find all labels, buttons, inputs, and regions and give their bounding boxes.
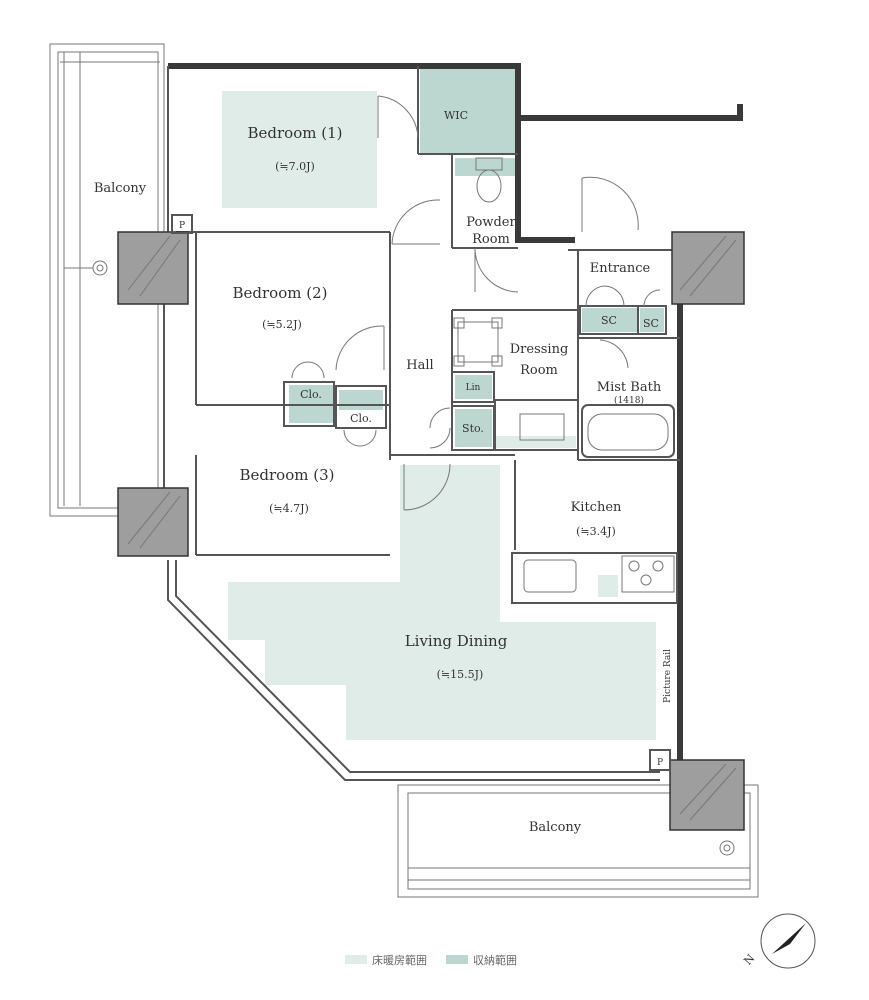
bedroom1-area: (≒7.0J) — [275, 160, 315, 173]
legend-storage: 収納範囲 — [473, 953, 517, 967]
compass: N — [741, 913, 816, 969]
balcony-south-label: Balcony — [529, 820, 582, 835]
mist-bath-size: (1418) — [614, 395, 644, 406]
kitchen-counter — [511, 552, 678, 604]
balcony-south — [397, 784, 759, 898]
bedroom3-area: (≒4.7J) — [269, 502, 309, 515]
storage-clo2 — [339, 390, 383, 410]
bedroom2-area: (≒5.2J) — [262, 318, 302, 331]
sto-label: Sto. — [462, 422, 484, 435]
dressing-table — [453, 317, 503, 367]
legend-swatch-storage — [446, 955, 468, 964]
storage-sc2 — [640, 308, 664, 332]
doors — [291, 95, 661, 511]
legend: 床暖房範囲 収納範囲 — [345, 953, 517, 967]
kitchen-label: Kitchen — [571, 500, 622, 515]
bedroom1-label: Bedroom (1) — [248, 124, 343, 142]
compass-icon — [760, 913, 816, 969]
entrance-label: Entrance — [590, 261, 651, 276]
sc1-label: SC — [601, 314, 617, 327]
clo2-label: Clo. — [350, 412, 372, 425]
dressing-room-label-2: Room — [520, 363, 558, 378]
powder-room-label-1: Powder — [466, 215, 516, 230]
toilet — [475, 157, 503, 203]
living-area: (≒15.5J) — [437, 668, 484, 681]
storage-wic — [420, 68, 518, 154]
hall-label: Hall — [406, 358, 433, 373]
heat-bedroom1 — [222, 91, 377, 208]
pillars — [117, 231, 745, 831]
heat-dressing-strip — [496, 436, 576, 448]
living-label: Living Dining — [405, 632, 508, 650]
kitchen-area: (≒3.4J) — [576, 525, 616, 538]
balcony-west-label: Balcony — [94, 181, 147, 196]
interior-walls — [176, 66, 680, 556]
heat-living — [228, 465, 656, 740]
heat-kitchen-strip — [598, 575, 618, 597]
storage-sto — [455, 409, 492, 447]
lin-label: Lin — [466, 383, 481, 393]
compass-north: N — [741, 951, 757, 967]
storage-sc1 — [582, 308, 637, 332]
legend-swatch-floor-heating — [345, 955, 367, 964]
storage-powder — [455, 158, 515, 176]
washbasin — [519, 413, 565, 441]
powder-room-label-2: Room — [472, 232, 510, 247]
p-mark-2: P — [657, 758, 663, 768]
dressing-room-label-1: Dressing — [510, 342, 569, 357]
p-mark-1: P — [179, 221, 185, 231]
bedroom2-label: Bedroom (2) — [233, 284, 328, 302]
picture-rail-label: Picture Rail — [663, 649, 673, 703]
bathtub — [581, 404, 675, 458]
clo1-label: Clo. — [300, 388, 322, 401]
mist-bath-label: Mist Bath — [597, 380, 662, 395]
legend-floor-heating: 床暖房範囲 — [372, 953, 427, 967]
bedroom3-label: Bedroom (3) — [240, 466, 335, 484]
wic-label: WIC — [444, 109, 468, 122]
storage-lin — [455, 375, 492, 399]
sc2-label: SC — [643, 317, 659, 330]
